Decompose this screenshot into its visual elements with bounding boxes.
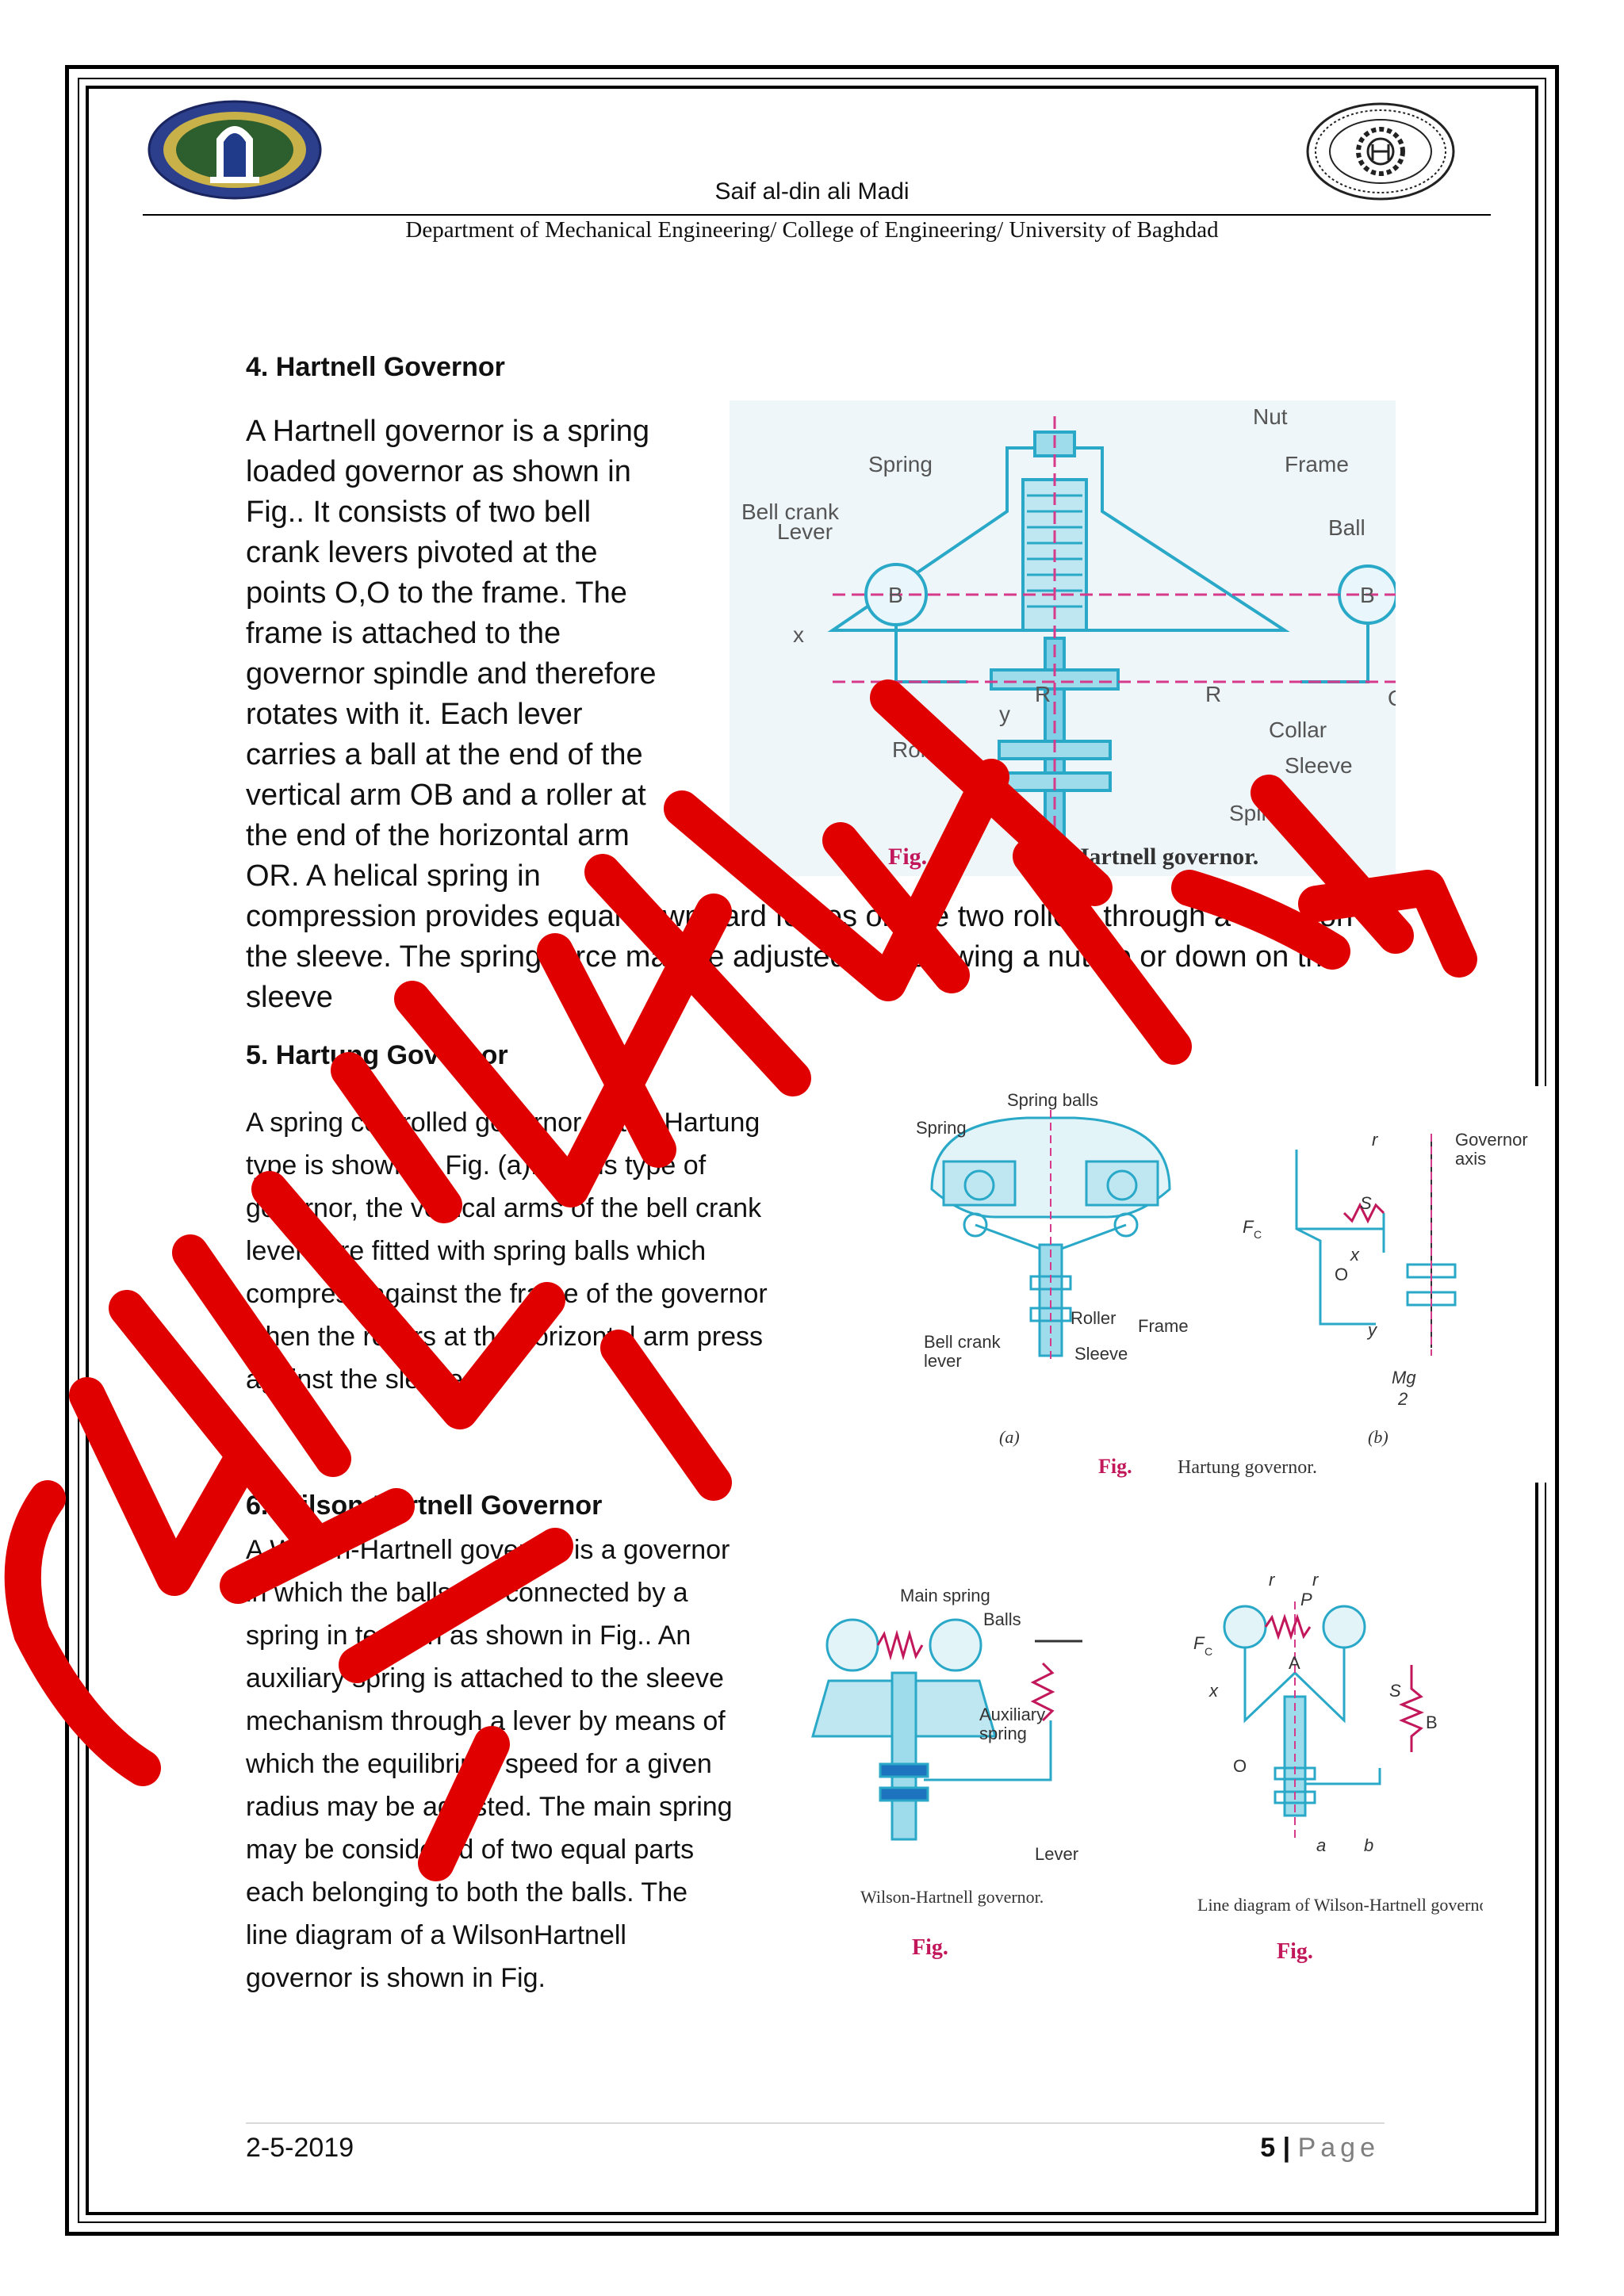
label-spring: Spring [868, 452, 933, 476]
label-frame: Frame [1138, 1316, 1189, 1336]
section-heading-hartnell: 4. Hartnell Governor [246, 352, 505, 382]
page-separator: | [1282, 2133, 1291, 2163]
footer-date: 2-5-2019 [246, 2133, 354, 2163]
label-lever: Lever [1035, 1844, 1078, 1864]
department-line: Department of Mechanical Engineering/ Co… [405, 217, 1219, 243]
text-line: A Hartnell governor is a spring [246, 415, 650, 448]
label-sleeve: Sleeve [1074, 1344, 1128, 1364]
text-line: vertical arm OB and a roller at [246, 779, 646, 812]
label-mg-denominator: 2 [1397, 1389, 1408, 1409]
page-number: 5 [1260, 2133, 1276, 2163]
label-o: O [1335, 1265, 1348, 1284]
text-line: type is shown in Fig. (a). In this type … [246, 1150, 707, 1181]
text-line: each belonging to both the balls. The [246, 1877, 688, 1908]
label-bell-crank: Bell crank [741, 499, 840, 524]
footer-page-number: 5 | Page [1237, 2133, 1380, 2164]
text-line: the end of the horizontal arm [246, 819, 630, 852]
label-ball: Ball [1328, 515, 1365, 540]
text-line: Fig.. It consists of two bell [246, 496, 592, 529]
label-b-upper: B [1426, 1712, 1438, 1732]
label-y: y [999, 702, 1010, 726]
label-a: a [1316, 1835, 1326, 1855]
label-x: x [1208, 1681, 1219, 1701]
label-r-right: r [1312, 1570, 1320, 1590]
text-line: line diagram of a WilsonHartnell [246, 1920, 626, 1950]
text-line: governor, the vertical arms of the bell … [246, 1193, 762, 1223]
page-border-outer [65, 65, 1559, 2236]
text-line: sleeve [246, 981, 333, 1014]
header-rule [143, 214, 1491, 216]
label-fc: F [1243, 1217, 1254, 1237]
label-sub-b: (b) [1368, 1427, 1388, 1447]
label-b-right: B [1360, 583, 1375, 607]
label-r-left: r [1269, 1570, 1276, 1590]
label-sub-a: (a) [999, 1427, 1020, 1447]
university-logo [147, 100, 322, 200]
figure-caption-text: Line diagram of Wilson-Hartnell governor… [1197, 1895, 1483, 1915]
college-seal [1306, 102, 1455, 201]
label-roller: Roller [1071, 1308, 1116, 1328]
footer-rule [246, 2122, 1385, 2124]
text-line: may be considered of two equal parts [246, 1835, 695, 1865]
figure-caption-text: Wilson-Hartnell governor. [860, 1887, 1044, 1907]
label-mg: Mg [1392, 1368, 1416, 1387]
label-collar: Collar [1269, 718, 1327, 742]
label-p: P [1300, 1590, 1312, 1609]
text-line: the sleeve. The spring force may be adju… [246, 940, 1339, 974]
label-b: b [1364, 1835, 1373, 1855]
label-fc: F [1193, 1633, 1205, 1653]
text-line: crank levers pivoted at the [246, 536, 598, 569]
label-nut: Nut [1253, 404, 1288, 429]
figure-caption-text: Hartnell governor. [1071, 844, 1258, 870]
label-r-right: R [1205, 682, 1221, 706]
label-x: x [793, 622, 804, 647]
text-line: spring in tension as shown in Fig.. An [246, 1621, 691, 1651]
text-line: radius may be adjusted. The main spring [246, 1792, 733, 1822]
page-word: Page [1297, 2133, 1380, 2163]
label-balls: Balls [983, 1609, 1021, 1629]
author-name: Saif al-din ali Madi [714, 178, 910, 205]
figure-caption-text: Hartung governor. [1178, 1457, 1317, 1478]
label-o: O [1233, 1756, 1247, 1776]
label-b-left: B [888, 583, 903, 607]
label-spring: Spring [916, 1118, 967, 1138]
text-line: frame is attached to the [246, 617, 561, 650]
label-fc-sub: C [1254, 1228, 1262, 1241]
text-line: points O,O to the frame. The [246, 576, 627, 610]
text-line: carries a ball at the end of the [246, 738, 643, 771]
wilson-hartnell-line-diagram: r r P F C A x S B O a b Line diagram of … [1193, 1570, 1483, 1964]
label-frame: Frame [1285, 452, 1349, 476]
text-line: auxiliary spring is attached to the slee… [246, 1663, 724, 1693]
label-r: r [1372, 1130, 1379, 1150]
text-line: OR. A helical spring in [246, 859, 541, 893]
label-r-left: R [1035, 682, 1051, 706]
label-main-spring: Main spring [900, 1586, 990, 1605]
label-s: S [1360, 1193, 1372, 1213]
label-s: S [1389, 1681, 1401, 1701]
paragraph-wilson-hartnell: A Wilson-Hartnell governor is a governor… [246, 1529, 817, 1999]
paragraph-hartnell: A Hartnell governor is a spring loaded g… [246, 411, 1483, 1018]
text-line: governor spindle and therefore [246, 657, 657, 691]
text-line: rotates with it. Each lever [246, 698, 583, 731]
label-sleeve: Sleeve [1285, 753, 1353, 778]
hartung-governor-figure: Spring balls Spring Roller Frame Bell cr… [900, 1086, 1550, 1483]
label-spring-balls: Spring balls [1007, 1090, 1098, 1110]
label-a-upper: A [1289, 1653, 1300, 1673]
label-y: y [1366, 1320, 1378, 1340]
label-fc-sub: C [1205, 1645, 1212, 1658]
label-x: x [1350, 1245, 1360, 1265]
label-lever: Lever [777, 519, 833, 544]
label-o-right: O [1388, 686, 1396, 710]
text-line: governor is shown in Fig. [246, 1963, 546, 1993]
figure-caption-fig: Fig. [1277, 1939, 1313, 1964]
figure-caption-fig: Fig. [888, 844, 927, 870]
text-line: loaded governor as shown in [246, 455, 631, 488]
figure-caption-fig: Fig. [1098, 1455, 1132, 1478]
figure-caption-fig: Fig. [912, 1935, 948, 1960]
